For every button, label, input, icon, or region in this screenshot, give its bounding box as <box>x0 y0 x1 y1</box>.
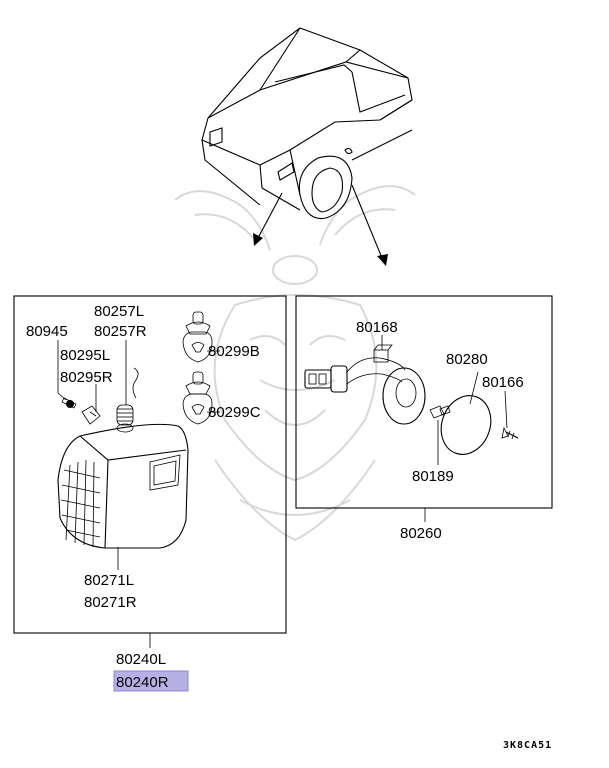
screw-icon <box>61 397 101 425</box>
label-80260: 80260 <box>400 525 442 542</box>
screw-icon <box>501 426 519 440</box>
car-outline-icon <box>201 27 413 220</box>
label-80280: 80280 <box>446 351 488 368</box>
side-marker-lens <box>440 395 492 455</box>
right-group-box <box>295 295 553 509</box>
arrow-to-right-group-icon <box>351 184 388 266</box>
watermark-emblem-icon <box>174 185 416 542</box>
diagram-code: 3K8CA51 <box>503 740 552 751</box>
label-80271R: 80271R <box>84 594 137 611</box>
bulb-icon <box>182 311 213 425</box>
label-80189: 80189 <box>412 468 454 485</box>
label-80299B: 80299B <box>208 343 260 360</box>
label-80240L: 80240L <box>116 651 166 668</box>
socket-plate <box>382 367 451 425</box>
label-80271L: 80271L <box>84 572 134 589</box>
label-80945: 80945 <box>26 323 68 340</box>
label-80257L: 80257L <box>94 303 144 320</box>
socket-icon <box>116 367 139 433</box>
lens-housing <box>57 423 189 549</box>
label-80257R: 80257R <box>94 323 147 340</box>
arrow-to-left-group-icon <box>253 192 283 246</box>
label-80295L: 80295L <box>60 347 110 364</box>
label-80240R[interactable]: 80240R <box>116 674 169 691</box>
label-80166: 80166 <box>482 374 524 391</box>
label-80299C: 80299C <box>208 404 261 421</box>
label-80168: 80168 <box>356 319 398 336</box>
label-80295R: 80295R <box>60 369 113 386</box>
highlight-box <box>113 670 189 692</box>
left-leaders <box>57 340 220 648</box>
connector-icon <box>304 344 406 393</box>
right-leaders <box>381 335 508 522</box>
